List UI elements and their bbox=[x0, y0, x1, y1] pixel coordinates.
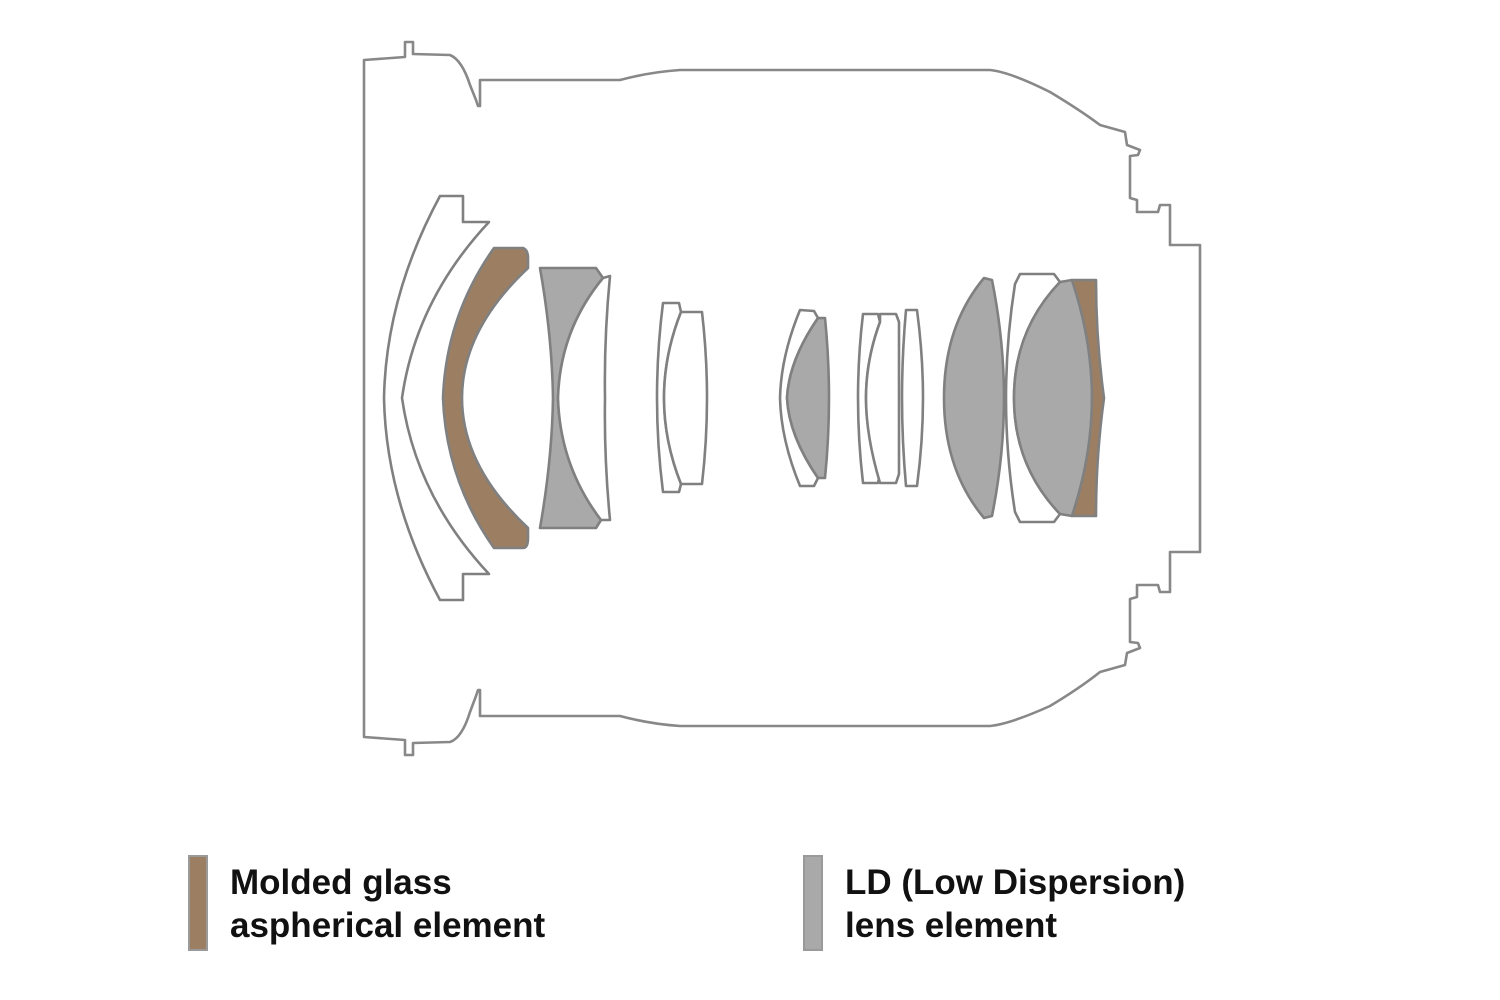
lens-element-8-ld bbox=[785, 316, 831, 480]
legend-label-line-1: LD (Low Dispersion) bbox=[845, 863, 1186, 902]
lens-element-4 bbox=[556, 274, 612, 522]
ld-swatch bbox=[803, 855, 823, 951]
legend-label-line-2: aspherical element bbox=[230, 906, 546, 945]
lens-construction-diagram bbox=[362, 40, 1202, 757]
legend-label-line-2: lens element bbox=[845, 906, 1058, 945]
lens-element-11 bbox=[900, 308, 925, 488]
molded-aspherical-swatch bbox=[188, 855, 208, 951]
lens-barrel-outline bbox=[362, 40, 1202, 757]
lens-element-12-ld bbox=[942, 276, 1006, 520]
legend-label-molded-aspherical: Molded glass aspherical element bbox=[230, 861, 545, 947]
legend-label-ld: LD (Low Dispersion) lens element bbox=[845, 861, 1185, 947]
lens-element-10 bbox=[864, 312, 901, 485]
legend-label-line-1: Molded glass bbox=[230, 863, 452, 902]
lens-element-15-molded-aspherical bbox=[1070, 278, 1106, 518]
lens-element-6 bbox=[662, 310, 709, 486]
lens-element-2-molded-aspherical bbox=[441, 246, 530, 550]
lens-element-1 bbox=[382, 194, 491, 602]
